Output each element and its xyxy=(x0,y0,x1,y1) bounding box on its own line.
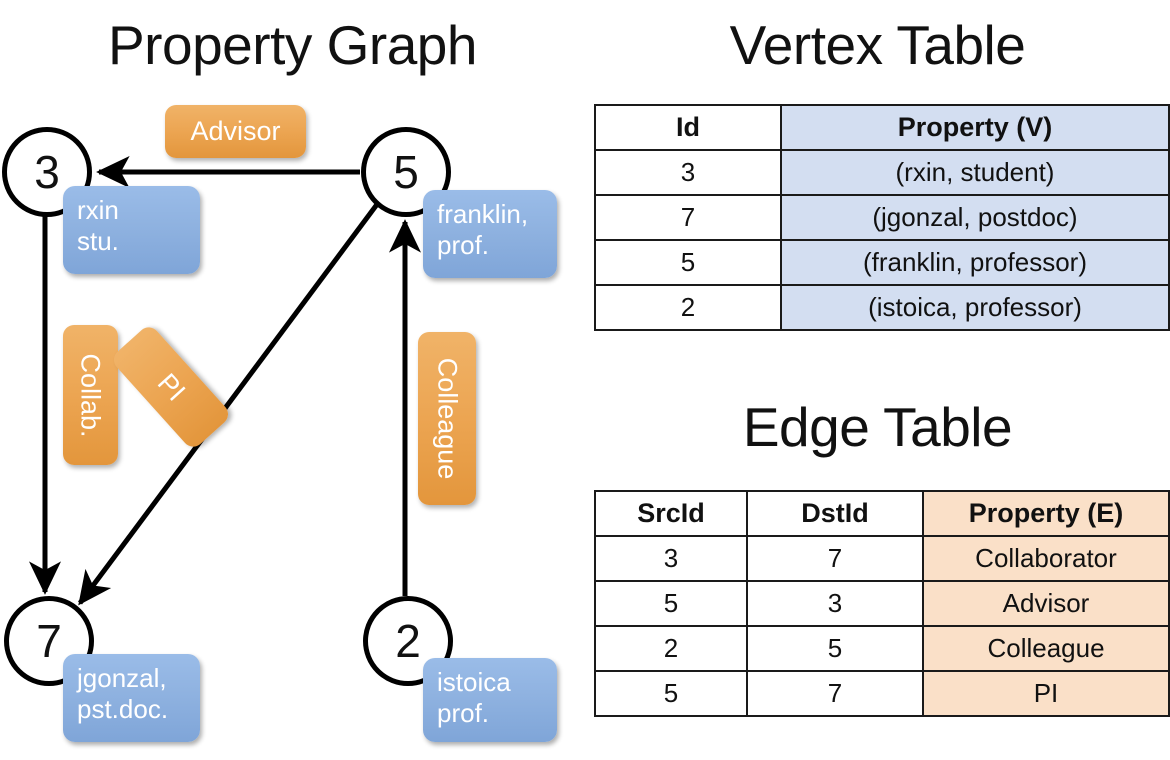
edge-table-header-row: SrcId DstId Property (E) xyxy=(594,490,1170,537)
vertex-cell-property: (rxin, student) xyxy=(780,149,1170,196)
vertex-table-header-property: Property (V) xyxy=(780,104,1170,151)
page-title-edge-table: Edge Table xyxy=(742,396,1013,458)
vertex-cell-property: (franklin, professor) xyxy=(780,239,1170,286)
vertex-table: Id Property (V) 3 (rxin, student) 7 (jgo… xyxy=(594,104,1170,331)
vertex-cell-id: 3 xyxy=(594,149,782,196)
edge-cell-dst: 3 xyxy=(746,580,924,627)
edge-cell-src: 3 xyxy=(594,535,748,582)
vertex-cell-property: (jgonzal, postdoc) xyxy=(780,194,1170,241)
vertex-label-franklin: franklin, prof. xyxy=(423,190,557,278)
table-row: 5 7 PI xyxy=(594,670,1170,717)
graph-edges-layer xyxy=(28,155,422,606)
property-graph-diagram: 3 5 7 2 rxin stu. franklin, prof. jgonza… xyxy=(2,105,557,742)
edge-cell-dst: 7 xyxy=(746,535,924,582)
vertex-label-jgonzal: jgonzal, pst.doc. xyxy=(63,654,200,742)
vertex-cell-id: 5 xyxy=(594,239,782,286)
table-row: 2 (istoica, professor) xyxy=(594,284,1170,331)
edge-label-colleague: Colleague xyxy=(418,332,476,505)
edge-table: SrcId DstId Property (E) 3 7 Collaborato… xyxy=(594,490,1170,717)
edge-cell-dst: 7 xyxy=(746,670,924,717)
page-title-vertex-table: Vertex Table xyxy=(729,14,1026,76)
graph-node-2[interactable]: 2 xyxy=(363,596,453,686)
edge-label-advisor-text: Advisor xyxy=(190,116,281,146)
vertex-label-rxin-line2: stu. xyxy=(77,226,119,256)
vertex-label-jgonzal-line2: pst.doc. xyxy=(77,694,169,724)
edge-cell-src: 5 xyxy=(594,670,748,717)
table-row: 3 7 Collaborator xyxy=(594,535,1170,582)
edge-cell-src: 2 xyxy=(594,625,748,672)
vertex-table-header-id: Id xyxy=(594,104,782,151)
edge-table-header-dstid: DstId xyxy=(746,490,924,537)
vertex-label-jgonzal-line1: jgonzal, xyxy=(77,663,167,693)
edge-label-collab-text: Collab. xyxy=(76,352,107,438)
vertex-label-franklin-line2: prof. xyxy=(437,230,490,260)
edge-table-header-srcid: SrcId xyxy=(594,490,748,537)
vertex-label-istoica-line1: istoica xyxy=(437,667,511,697)
edge-cell-property: Colleague xyxy=(922,625,1170,672)
table-row: 5 (franklin, professor) xyxy=(594,239,1170,286)
edge-cell-property: Collaborator xyxy=(922,535,1170,582)
edge-label-colleague-text: Colleague xyxy=(432,357,463,480)
vertex-label-istoica: istoica prof. xyxy=(423,658,557,742)
vertex-label-istoica-line2: prof. xyxy=(437,698,490,728)
table-row: 5 3 Advisor xyxy=(594,580,1170,627)
edge-label-advisor: Advisor xyxy=(165,105,306,158)
vertex-cell-id: 7 xyxy=(594,194,782,241)
edge-cell-dst: 5 xyxy=(746,625,924,672)
edge-cell-property: Advisor xyxy=(922,580,1170,627)
edge-5-to-7-pi xyxy=(77,201,381,606)
edge-cell-src: 5 xyxy=(594,580,748,627)
page-title-property-graph: Property Graph xyxy=(107,14,478,76)
table-row: 3 (rxin, student) xyxy=(594,149,1170,196)
vertex-label-rxin: rxin stu. xyxy=(63,186,200,274)
vertex-label-franklin-line1: franklin, xyxy=(437,199,529,229)
table-row: 7 (jgonzal, postdoc) xyxy=(594,194,1170,241)
vertex-cell-property: (istoica, professor) xyxy=(780,284,1170,331)
edge-table-header-property: Property (E) xyxy=(922,490,1170,537)
vertex-label-rxin-line1: rxin xyxy=(77,195,119,225)
vertex-table-header-row: Id Property (V) xyxy=(594,104,1170,151)
graph-node-5[interactable]: 5 xyxy=(361,127,451,217)
edge-label-collab: Collab. xyxy=(63,325,118,465)
vertex-cell-id: 2 xyxy=(594,284,782,331)
edge-cell-property: PI xyxy=(922,670,1170,717)
table-row: 2 5 Colleague xyxy=(594,625,1170,672)
edge-label-pi-text: PI xyxy=(151,367,192,407)
